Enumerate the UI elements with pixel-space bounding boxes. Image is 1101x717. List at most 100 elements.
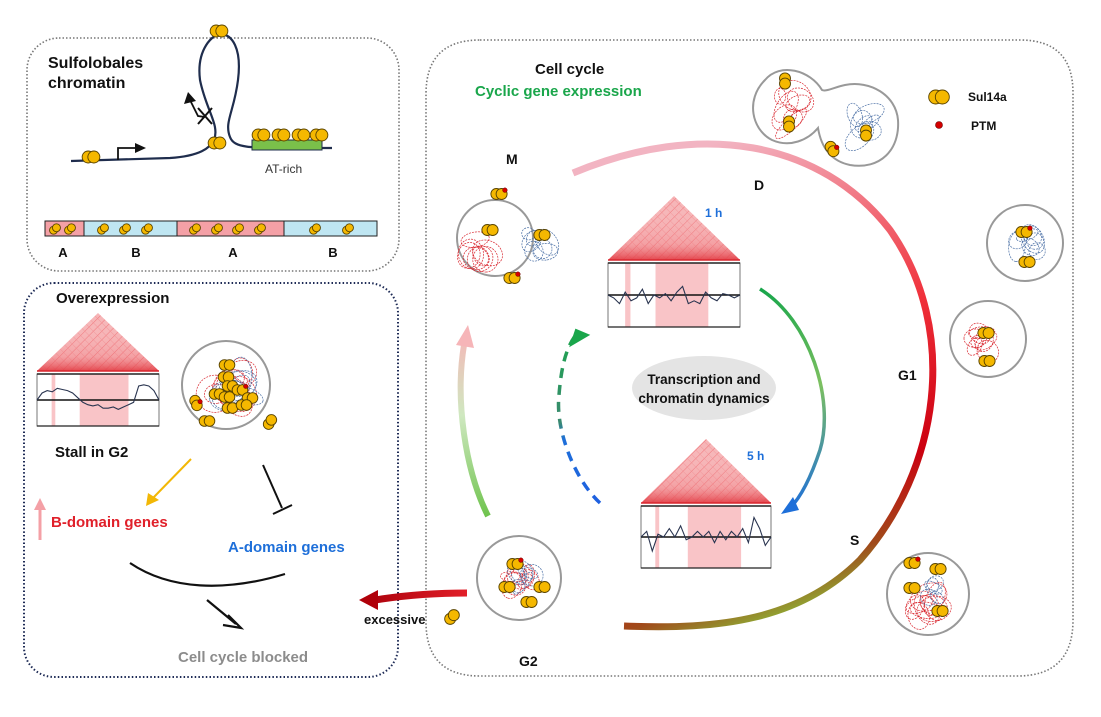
sul14a-dimer-icon [978,355,996,367]
chromatin-loop [924,580,943,595]
chromatin-loop [853,103,885,124]
at-rich-region [251,139,323,151]
sul14a-dimer-icon [221,402,239,414]
phase-label-d: D [754,177,764,193]
panel-border [425,39,1074,677]
chromatin-loop [783,108,803,128]
chromatin-loop [929,591,945,605]
inhibition-line [262,464,283,509]
sul14a-monomer [87,150,101,164]
chromatin-loop [846,102,863,128]
sul14a-monomer [277,128,291,142]
phase-label-s: S [850,532,859,548]
sul14a-monomer [315,128,329,142]
chromatin-loop [472,246,499,273]
sul14a-monomer [203,415,216,427]
blocked-promoter-line [189,99,206,118]
hic-map-overexpression [36,313,160,427]
sul14a-dimer-icon [49,223,61,235]
sul14a-monomer [213,136,227,150]
ptm-icon [1027,225,1033,231]
panel-overexpression: Overexpression Stall in G2 B-domain gene… [23,282,399,678]
domain-label: A [58,245,68,260]
sul14a-dimer-icon [533,581,551,593]
center-label-ellipse [632,356,776,420]
center-label-line1: Transcription and [647,372,760,387]
at-rich-label: AT-rich [265,162,302,176]
sul14a-dimer-icon [81,150,101,164]
m-phase-arrow-arc [457,344,491,518]
hic-triangle-shade [641,439,771,503]
phase-label-m: M [506,151,518,167]
sul14a-monomer [982,327,995,339]
cell-s-phase [886,552,970,636]
sul14a-monomer [223,359,236,371]
chromatin-loop [913,590,941,625]
insulation-curve [607,285,741,305]
inner-arc-arrowhead-icon [781,497,799,514]
sul14a-monomer [345,223,354,233]
sul14a-dimer-icon [241,392,259,404]
legend: Sul14a PTM [928,89,1007,133]
sul14a-monomer [538,229,551,241]
ptm-icon [518,557,524,563]
inner-dashed-arc [556,334,602,505]
sul14a-monomer [936,605,949,617]
sul14a-dimer-icon [783,115,795,133]
chromatin-loop [215,374,253,417]
sul14a-monomer [934,563,947,575]
sul14a-dimer-icon [291,128,311,142]
panel-title-line1: Sulfolobales [48,55,143,72]
chromatin-loop [523,564,535,584]
sul14a-dimer-icon [490,187,508,200]
sul14a-dimers [481,72,1036,617]
sul14a-dimer-icon [506,557,524,570]
chromatin-loop [774,88,787,105]
chromatin-loop [926,575,944,591]
sul14a-dimer-icon [903,582,921,594]
sul14a-dimer-icon [444,609,460,625]
sul14a-monomer [783,120,795,133]
sul14a-monomer [312,223,321,233]
chromatin-loop [966,337,983,356]
sul14a-dimer-icon [498,581,516,593]
chromatin-loop [517,573,534,589]
domain-label: A [228,245,238,260]
phase-label-g1: G1 [898,367,917,383]
phase-label-g2: G2 [519,653,538,669]
center-label-line2: chromatin dynamics [638,391,769,406]
sul14a-monomer [525,596,538,608]
sul14a-monomer [214,223,223,233]
domain-bar [44,220,378,237]
cell-cycle-outer-arc [571,140,937,631]
cross-icon [197,107,213,125]
chromatin-loop [457,238,484,270]
sul14a-monomer [860,129,872,142]
chromatin-loop [467,245,494,272]
sul14a-monomer [100,223,109,233]
sul14a-dimer-icon [97,223,109,235]
chromatin-loop [522,567,539,580]
ptm-icon [515,271,521,277]
activation-arrow-line [152,458,192,499]
sul14a-dimer-icon [481,224,499,236]
sul14a-dimer-icon [231,383,249,396]
hic-map-1h [607,196,741,328]
sul14a-dimer-icon [198,415,216,427]
chromatin-loop [925,577,939,596]
sul14a-monomer [257,223,266,233]
chromatin-loop [1020,224,1045,254]
sul14a-monomer [538,581,551,593]
sul14a-dimer-icon [218,359,236,371]
chromatin-loop [520,563,544,587]
sul14a-monomer [779,77,791,90]
sul14a-dimer-icon [262,414,278,430]
blocked-promoter-arrow-icon [184,92,196,104]
ptm-icon [502,187,508,193]
sul14a-monomer [1023,256,1036,268]
chromatin-loop [974,328,994,352]
chromatin-tangle [457,231,503,273]
excessive-label: excessive [364,612,425,627]
sul14a-dimer-icon [64,223,76,235]
